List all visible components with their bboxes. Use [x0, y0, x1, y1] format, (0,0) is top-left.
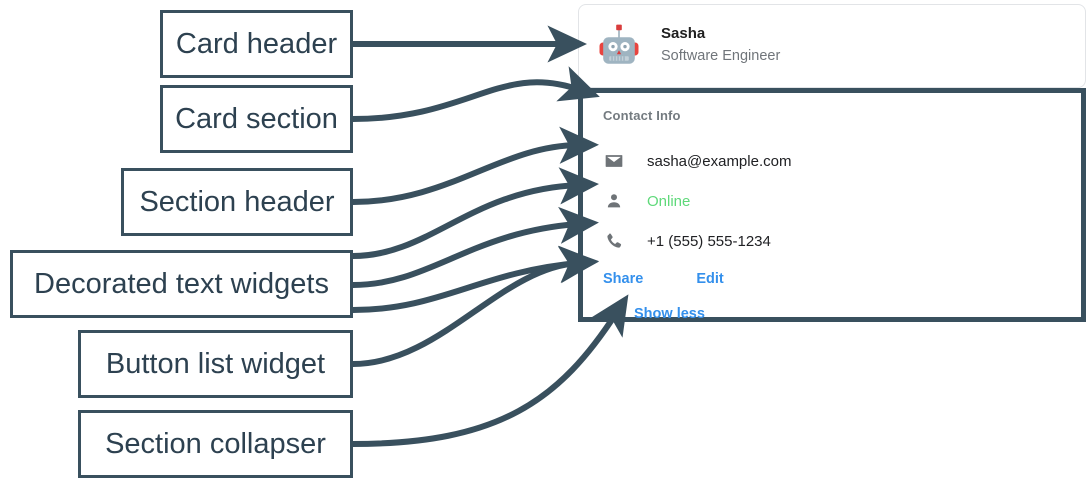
callout-section-collapser: Section collapser — [78, 410, 353, 478]
callout-section-collapser-label: Section collapser — [105, 427, 326, 460]
connector-decorated-2 — [352, 206, 599, 288]
contact-card: Sasha Software Engineer Contact Info sas… — [578, 4, 1086, 322]
robot-avatar-icon — [595, 22, 643, 70]
connector-card-section — [352, 66, 600, 122]
edit-button[interactable]: Edit — [686, 268, 733, 291]
callout-card-header: Card header — [160, 10, 353, 78]
decorated-text-widget-email[interactable]: sasha@example.com — [603, 141, 1081, 181]
section-collapser: Show less — [628, 303, 1081, 326]
card-section: Contact Info sasha@example.com — [578, 88, 1086, 322]
callout-section-header: Section header — [121, 168, 353, 236]
connector-decorated-1 — [352, 167, 599, 259]
decorated-text-email-value: sasha@example.com — [647, 152, 792, 170]
person-icon — [603, 190, 625, 212]
connector-button-list — [352, 245, 599, 367]
section-header: Contact Info — [603, 108, 681, 123]
decorated-text-widget-phone[interactable]: +1 (555) 555-1234 — [603, 221, 1081, 261]
card-header-text: Sasha Software Engineer — [661, 24, 780, 68]
callout-card-section-label: Card section — [175, 102, 338, 135]
callout-card-section: Card section — [160, 85, 353, 153]
decorated-text-widget-status[interactable]: Online — [603, 181, 1081, 221]
show-less-button[interactable]: Show less — [628, 303, 711, 326]
decorated-text-phone-value: +1 (555) 555-1234 — [647, 232, 771, 250]
callout-button-list-widget-label: Button list widget — [105, 347, 326, 380]
card-header[interactable]: Sasha Software Engineer — [578, 4, 1086, 88]
email-icon — [603, 150, 625, 172]
callout-button-list-widget: Button list widget — [78, 330, 353, 398]
card-section-inner: Contact Info sasha@example.com — [583, 93, 1081, 325]
callout-section-header-label: Section header — [139, 185, 335, 218]
share-button[interactable]: Share — [593, 268, 653, 291]
decorated-text-status-value: Online — [647, 192, 691, 210]
callout-decorated-text-widgets-label: Decorated text widgets — [34, 267, 329, 300]
phone-icon — [603, 230, 625, 252]
button-list-widget: Share Edit — [593, 268, 1081, 291]
callout-decorated-text-widgets: Decorated text widgets — [10, 250, 353, 318]
card-header-subtitle: Software Engineer — [661, 48, 781, 65]
card-header-title: Sasha — [661, 25, 706, 42]
connector-section-header — [352, 126, 599, 205]
callout-card-header-label: Card header — [175, 27, 338, 60]
connector-decorated-3 — [352, 246, 599, 313]
connector-section-collapser — [352, 294, 629, 447]
